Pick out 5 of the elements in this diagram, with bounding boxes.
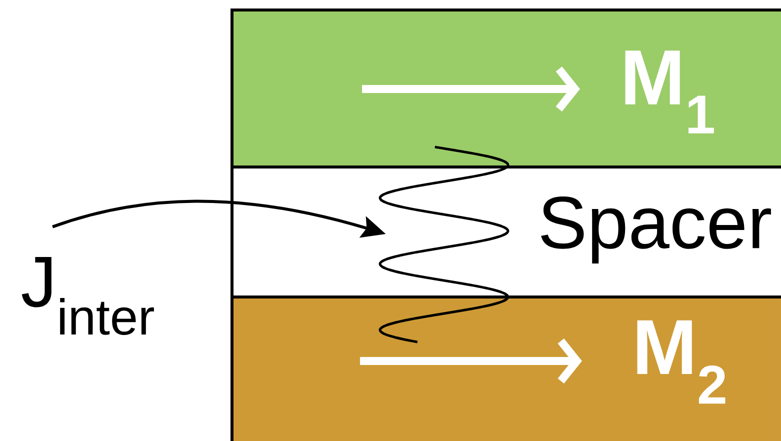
layer-label: M$_{2}$ [637, 320, 726, 404]
spring-drawing [378, 146, 510, 344]
layer-label: Spacer [541, 196, 771, 264]
layer-label: M$_{1}$ [625, 50, 714, 134]
coupling-label: J$_{inter}$ [22, 257, 154, 335]
